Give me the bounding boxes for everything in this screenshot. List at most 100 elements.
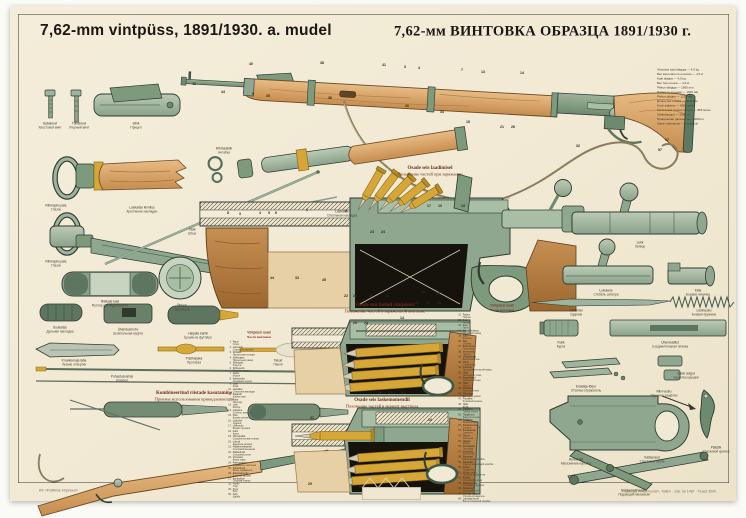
callout-number: 23 [370,230,374,234]
callout-number: 17 [427,204,431,208]
poster-title-estonian: 7,62-mm vintpüss, 1891/1930. a. mudel [40,21,332,39]
parts-list-item: 51. Täägitera Лезвие штыка [458,418,478,424]
annotation-arrow [661,395,696,410]
part-label: Lukk Затвор [634,241,646,249]
parts-list-item: 57. Kabaplekk Затыльник [458,450,475,456]
spec-line: Начальная скорость пули — 865 м/сек [657,109,711,112]
parts-list-item: 61. Sööturi vedru Пружина подавателя [458,471,486,477]
parts-list-item: 32. Kest Гильза [458,318,471,324]
parts-list-item: 44. Tõkis Нагель [458,381,471,387]
parts-list-item: 25. Sööturihoob Рычаг подавателя [228,466,253,472]
parts-list-item: 9. Laad Ложа [229,382,239,388]
callout-number: 19 [401,482,405,486]
part-label: Salve sulgur Защёлка крышки [673,372,699,380]
part-label: Laekaitse Ствольная накладка [326,210,358,218]
parts-list-header: Vintpüssi osad Части винтовки [489,304,515,312]
parts-list-item: 18. Kukk Курок [228,429,239,435]
callout-number: 14 [400,316,404,320]
part-label: Kruvikeeraja laba Лезвие отвертки [61,359,87,367]
poster: 7,62-mm vintpüss, 1891/1930. a. mudel 7,… [10,6,736,517]
rifle-full-view [180,71,696,153]
spec-line: Pikkus täägita — 1230 mm [657,95,693,99]
parts-list-item: 42. Otsik Наконечник ложи [458,371,482,377]
callout-number: 32 [576,144,580,148]
cover-latch [657,355,683,381]
stamp-box [362,487,421,500]
part-label: Sööturmehhanism Подающий механизм [618,489,650,497]
callout-number: 20 [415,301,419,305]
parts-list-item: 60. Söötur Подаватель [458,466,476,471]
parts-list-item: 10. Laekaitse Ствольная накладка [228,387,255,393]
parts-list-item: 19. Ühendusliist Соединительная планка [228,435,259,441]
poster-illustrations [35,71,735,517]
caption-firing: Osade seis laskemomendil Положение часте… [345,397,419,409]
spec-line: Vintpüssi kaal täägiga — 4,5 kg [657,68,699,72]
part-label: Riivi vedru Пружина защёлки [650,390,678,398]
sling-slot-ring-1 [52,156,82,200]
oil-can [158,256,202,300]
caption-loaded: Osade seis laetud vintpüssis Положение ч… [344,302,426,314]
callout-number: 21 [426,301,430,305]
callout-number: 29 [308,482,312,486]
part-label: Laekaitse kinnitus Крепление накладки [126,206,158,214]
spec-line: Вес винтовки со штыком — 4,5 кг [657,73,704,76]
part-label: Takud Пакля [273,359,283,367]
callout-number: 34 [440,110,444,114]
callout-number: 2 [345,209,347,213]
callout-number: 6 [275,211,277,215]
poster-title-russian: 7,62-мм ВИНТОВКА ОБРАЗЦА 1891/1930 г. [394,23,692,39]
parts-list-item: 27. Kandeplaat Опорная планка [228,477,251,483]
cutaway-loading [199,165,585,313]
parts-list-item: 52. Puhastusvarras Шомпол [458,423,479,429]
callout-number: 13 [481,70,485,74]
callout-number: 24 [381,230,385,234]
part-label: Õlitoos Масленка [174,304,190,312]
callout-number: 18 [436,292,440,296]
tool-assembly-1 [70,401,229,418]
part-label: Rihmapilu pale Глазок [45,204,67,212]
parts-list-a: Vintpüssi osad Части винтовки 1. Raud Ст… [227,331,291,499]
callout-number: 57 [658,148,662,152]
callout-number: 36 [328,96,332,100]
parts-list-item: 34. Püssirohulaeng Пороховой заряд [458,329,482,335]
parts-list-item: 23. Vinnastus Взвод курка [228,456,246,462]
rear-sight-detail [93,83,181,117]
part-label: Suukaitse Дульная накладка [46,326,74,334]
parts-list-item: 66. Lukukoja kruvid Винты ствольной коро… [458,497,491,503]
parts-list-item: 21. Päästemehhanism Спусковой механизм [228,445,256,451]
parts-list-item: 6. Sihikuvedru Пружина рамки [229,366,250,372]
parts-list-item: 17. Löökvedru Боевая пружина [228,424,251,430]
callout-number: 42 [192,82,196,86]
callout-number: 10 [428,418,432,422]
parts-list-item: 16. Lööknõel Ударник [228,419,243,425]
callout-number: 18 [358,485,362,489]
cocking-piece [539,319,579,337]
parts-list-item: 56. Püstharjake Протирка [458,445,475,450]
callout-number: 22 [344,294,348,298]
parts-list-item: 35. Sütik Капсюль [458,334,472,340]
part-label: Ühendusliist Соединительная планка [651,341,689,349]
callout-number: 24 [364,321,368,325]
callout-number: 14 [520,71,524,75]
callout-number: 8 [227,211,229,215]
parts-list-item: 30. Seib Шайба [228,493,240,498]
bolt-complete [571,182,708,235]
accessory-case [61,271,159,297]
caption-loading: Osade seis laadimisel Положение частей п… [397,165,463,177]
callout-number: 44 [221,90,225,94]
parts-list-item: 49. Täägitoru Трубка штыка [458,408,478,414]
callout-number: 21 [500,125,504,129]
feeder-mechanism [567,449,709,491]
callout-number: 38 [320,61,324,65]
callout-number: 13 [461,204,465,208]
parts-list-item: 12. Kaba Приклад [228,398,242,404]
parts-list-item: 13. Lukk Затвор [228,403,241,409]
parts-list-item: 54. Õlitoos Масленка [458,434,474,440]
spec-line: Kuuli algkiirus — 865 m/sek [657,104,695,108]
spec-line: Длина со штыком — 1660 мм [657,91,698,94]
screwdriver-blade [35,342,120,358]
callout-number: 45 [322,278,326,282]
parts-list-item: 46. Rihmaava Щель для ремня [458,392,481,398]
cutaway-loaded [291,319,477,397]
callout-number: 44 [270,276,274,280]
